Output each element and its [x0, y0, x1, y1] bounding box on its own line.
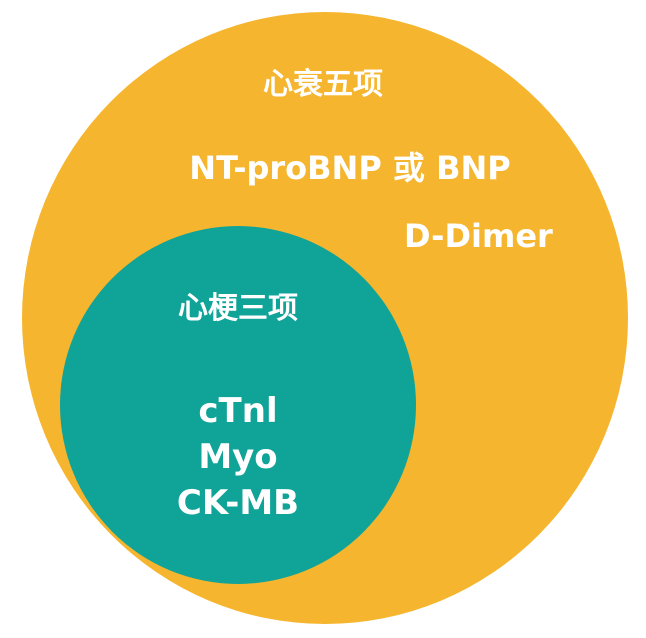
- inner-set-title: 心梗三项: [178, 291, 298, 326]
- outer-set-title: 心衰五项: [263, 67, 383, 102]
- outer-set-item-nt-probnp: NT-proBNP 或 BNP: [189, 149, 511, 187]
- inner-set-item-myo: Myo: [198, 437, 278, 477]
- outer-set-item-d-dimer: D-Dimer: [404, 217, 553, 255]
- inner-set-item-ctnl: cTnl: [198, 391, 278, 431]
- inner-set-item-ck-mb: CK-MB: [176, 483, 300, 523]
- inner-set-items: cTnl Myo CK-MB: [60, 388, 416, 526]
- inner-set-circle: [60, 226, 416, 584]
